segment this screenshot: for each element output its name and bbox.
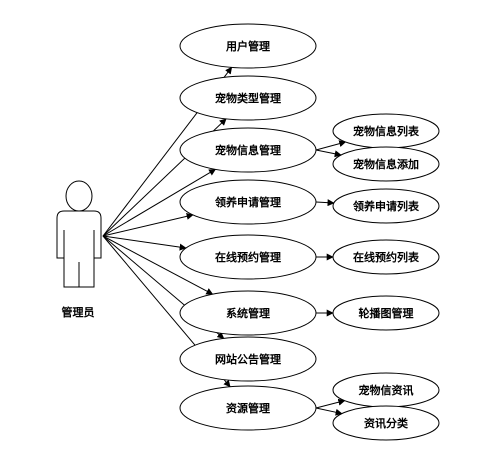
use-case-uc-adopt-shape xyxy=(179,179,317,225)
use-case-uc-pet-type-shape xyxy=(179,75,317,121)
sub-use-case-uc-pet-info-0: 宠物信息列表 xyxy=(332,113,440,149)
use-case-uc-system-shape xyxy=(179,290,317,336)
use-case-uc-pet-type: 宠物类型管理 xyxy=(179,75,317,121)
sub-use-case-uc-adopt-0-label: 领养申请列表 xyxy=(352,199,420,213)
sub-use-case-uc-pet-info-0-label: 宠物信息列表 xyxy=(353,124,420,138)
sub-use-case-uc-resource-0-label: 宠物信资讯 xyxy=(359,383,414,397)
use-case-uc-system: 系统管理 xyxy=(179,290,317,336)
use-case-uc-system-label: 系统管理 xyxy=(226,306,270,320)
use-case-uc-resource-shape xyxy=(179,385,317,431)
use-case-uc-user: 用户管理 xyxy=(179,23,317,69)
use-case-uc-notice: 网站公告管理 xyxy=(179,336,317,382)
use-case-uc-pet-info-label: 宠物信息管理 xyxy=(215,143,281,157)
use-case-uc-booking-label: 在线预约管理 xyxy=(215,250,281,264)
sub-use-case-uc-resource-0: 宠物信资讯 xyxy=(332,372,440,408)
use-case-uc-pet-info-shape xyxy=(179,127,317,173)
use-case-uc-pet-info: 宠物信息管理 xyxy=(179,127,317,173)
use-case-uc-user-label: 用户管理 xyxy=(226,39,270,53)
sub-use-case-uc-resource-1-label: 资讯分类 xyxy=(364,416,409,430)
use-case-uc-pet-type-label: 宠物类型管理 xyxy=(215,91,281,105)
edge-actor-uc-pet-info xyxy=(102,168,217,237)
sub-use-case-uc-system-0: 轮播图管理 xyxy=(332,295,440,331)
sub-use-case-uc-adopt-0-shape xyxy=(332,188,440,224)
sub-use-case-uc-system-0-label: 轮播图管理 xyxy=(359,306,414,320)
actor-figure xyxy=(56,180,102,288)
sub-use-case-uc-booking-0-shape xyxy=(332,239,440,275)
edge-uc-resource-child-0 xyxy=(315,398,346,409)
use-case-uc-notice-shape xyxy=(179,336,317,382)
actor-body xyxy=(56,210,102,288)
use-case-uc-user-shape xyxy=(179,23,317,69)
sub-use-case-uc-pet-info-1: 宠物信息添加 xyxy=(332,146,440,182)
edge-uc-pet-info-child-0 xyxy=(315,140,347,151)
edge-actor-uc-adopt xyxy=(102,212,194,237)
sub-use-case-uc-pet-info-1-label: 宠物信息添加 xyxy=(353,157,419,171)
sub-use-case-uc-adopt-0: 领养申请列表 xyxy=(332,188,440,224)
edge-uc-pet-info-child-1 xyxy=(315,149,342,158)
edge-uc-adopt-child-0 xyxy=(315,199,335,207)
use-case-uc-resource-label: 资源管理 xyxy=(226,401,270,415)
actor-head xyxy=(65,180,93,212)
sub-use-case-uc-resource-1: 资讯分类 xyxy=(332,405,440,441)
sub-use-case-uc-system-0-shape xyxy=(332,295,440,331)
use-case-uc-booking-shape xyxy=(179,234,317,280)
actor-label: 管理员 xyxy=(61,306,95,319)
sub-use-case-uc-booking-0-label: 在线预约列表 xyxy=(353,250,420,264)
edge-actor-uc-booking xyxy=(102,235,187,251)
edge-actor-uc-system xyxy=(102,235,214,295)
use-case-uc-notice-label: 网站公告管理 xyxy=(215,352,281,366)
sub-use-case-uc-resource-1-shape xyxy=(332,405,440,441)
sub-use-case-uc-booking-0: 在线预约列表 xyxy=(332,239,440,275)
use-case-uc-resource: 资源管理 xyxy=(179,385,317,431)
use-case-uc-adopt: 领养申请管理 xyxy=(179,179,317,225)
sub-use-case-uc-pet-info-1-shape xyxy=(332,146,440,182)
use-case-uc-adopt-label: 领养申请管理 xyxy=(214,195,281,209)
use-case-uc-booking: 在线预约管理 xyxy=(179,234,317,280)
edge-uc-resource-child-1 xyxy=(315,407,343,416)
